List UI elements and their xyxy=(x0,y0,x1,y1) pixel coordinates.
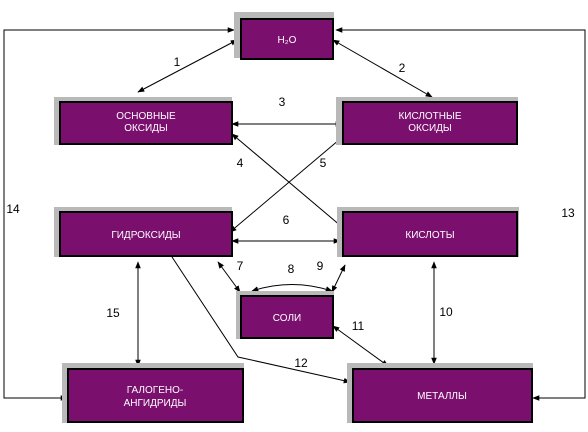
link-numbers: 1 2 3 4 5 6 7 8 9 10 11 12 13 14 15 xyxy=(6,55,575,370)
node-water: H₂O xyxy=(234,12,334,60)
node-water-label: H₂O xyxy=(278,35,297,46)
arrow-8 xyxy=(251,284,333,292)
node-acids: КИСЛОТЫ xyxy=(337,207,519,257)
node-hydroxides-label: ГИДРОКСИДЫ xyxy=(111,230,180,241)
link-number-11: 11 xyxy=(352,319,365,333)
node-halogen-anhydrides-label-1: ГАЛОГЕНО- xyxy=(127,385,183,396)
link-number-10: 10 xyxy=(439,305,453,319)
arrow-4 xyxy=(231,133,349,233)
node-acids-label: КИСЛОТЫ xyxy=(405,230,454,241)
link-number-15: 15 xyxy=(106,306,120,320)
link-number-7: 7 xyxy=(237,259,244,273)
link-number-6: 6 xyxy=(283,213,290,227)
link-number-14: 14 xyxy=(6,202,20,216)
link-number-5: 5 xyxy=(320,156,327,170)
node-salts: СОЛИ xyxy=(236,291,334,339)
node-salts-label: СОЛИ xyxy=(273,313,301,324)
arrow-14 xyxy=(3,27,235,401)
node-metals-label: МЕТАЛЛЫ xyxy=(417,391,467,402)
link-number-9: 9 xyxy=(317,259,324,273)
arrow-9 xyxy=(331,264,346,293)
link-number-4: 4 xyxy=(237,156,244,170)
node-basic-oxides: ОСНОВНЫЕ ОКСИДЫ xyxy=(54,97,233,145)
node-acid-oxides-label-1: КИСЛОТНЫЕ xyxy=(398,111,461,122)
link-number-13: 13 xyxy=(561,206,575,220)
node-halogen-anhydrides-label-2: АНГИДРИДЫ xyxy=(124,398,187,409)
connections xyxy=(3,27,586,401)
node-acid-oxides: КИСЛОТНЫЕ ОКСИДЫ xyxy=(336,97,518,145)
node-halogen-anhydrides: ГАЛОГЕНО- АНГИДРИДЫ xyxy=(62,363,244,423)
link-number-2: 2 xyxy=(399,61,406,75)
arrow-2 xyxy=(332,39,433,98)
link-number-12: 12 xyxy=(294,356,308,370)
link-number-1: 1 xyxy=(174,55,181,69)
node-basic-oxides-label-1: ОСНОВНЫЕ xyxy=(116,111,176,122)
link-number-3: 3 xyxy=(279,95,286,109)
node-metals: МЕТАЛЛЫ xyxy=(347,363,533,423)
arrow-5 xyxy=(229,133,347,233)
node-basic-oxides-label-2: ОКСИДЫ xyxy=(124,123,168,134)
arrow-1 xyxy=(137,39,238,93)
link-number-8: 8 xyxy=(288,262,295,276)
node-acid-oxides-label-2: ОКСИДЫ xyxy=(408,123,452,134)
node-hydroxides: ГИДРОКСИДЫ xyxy=(54,207,233,257)
arrow-13 xyxy=(335,27,586,401)
